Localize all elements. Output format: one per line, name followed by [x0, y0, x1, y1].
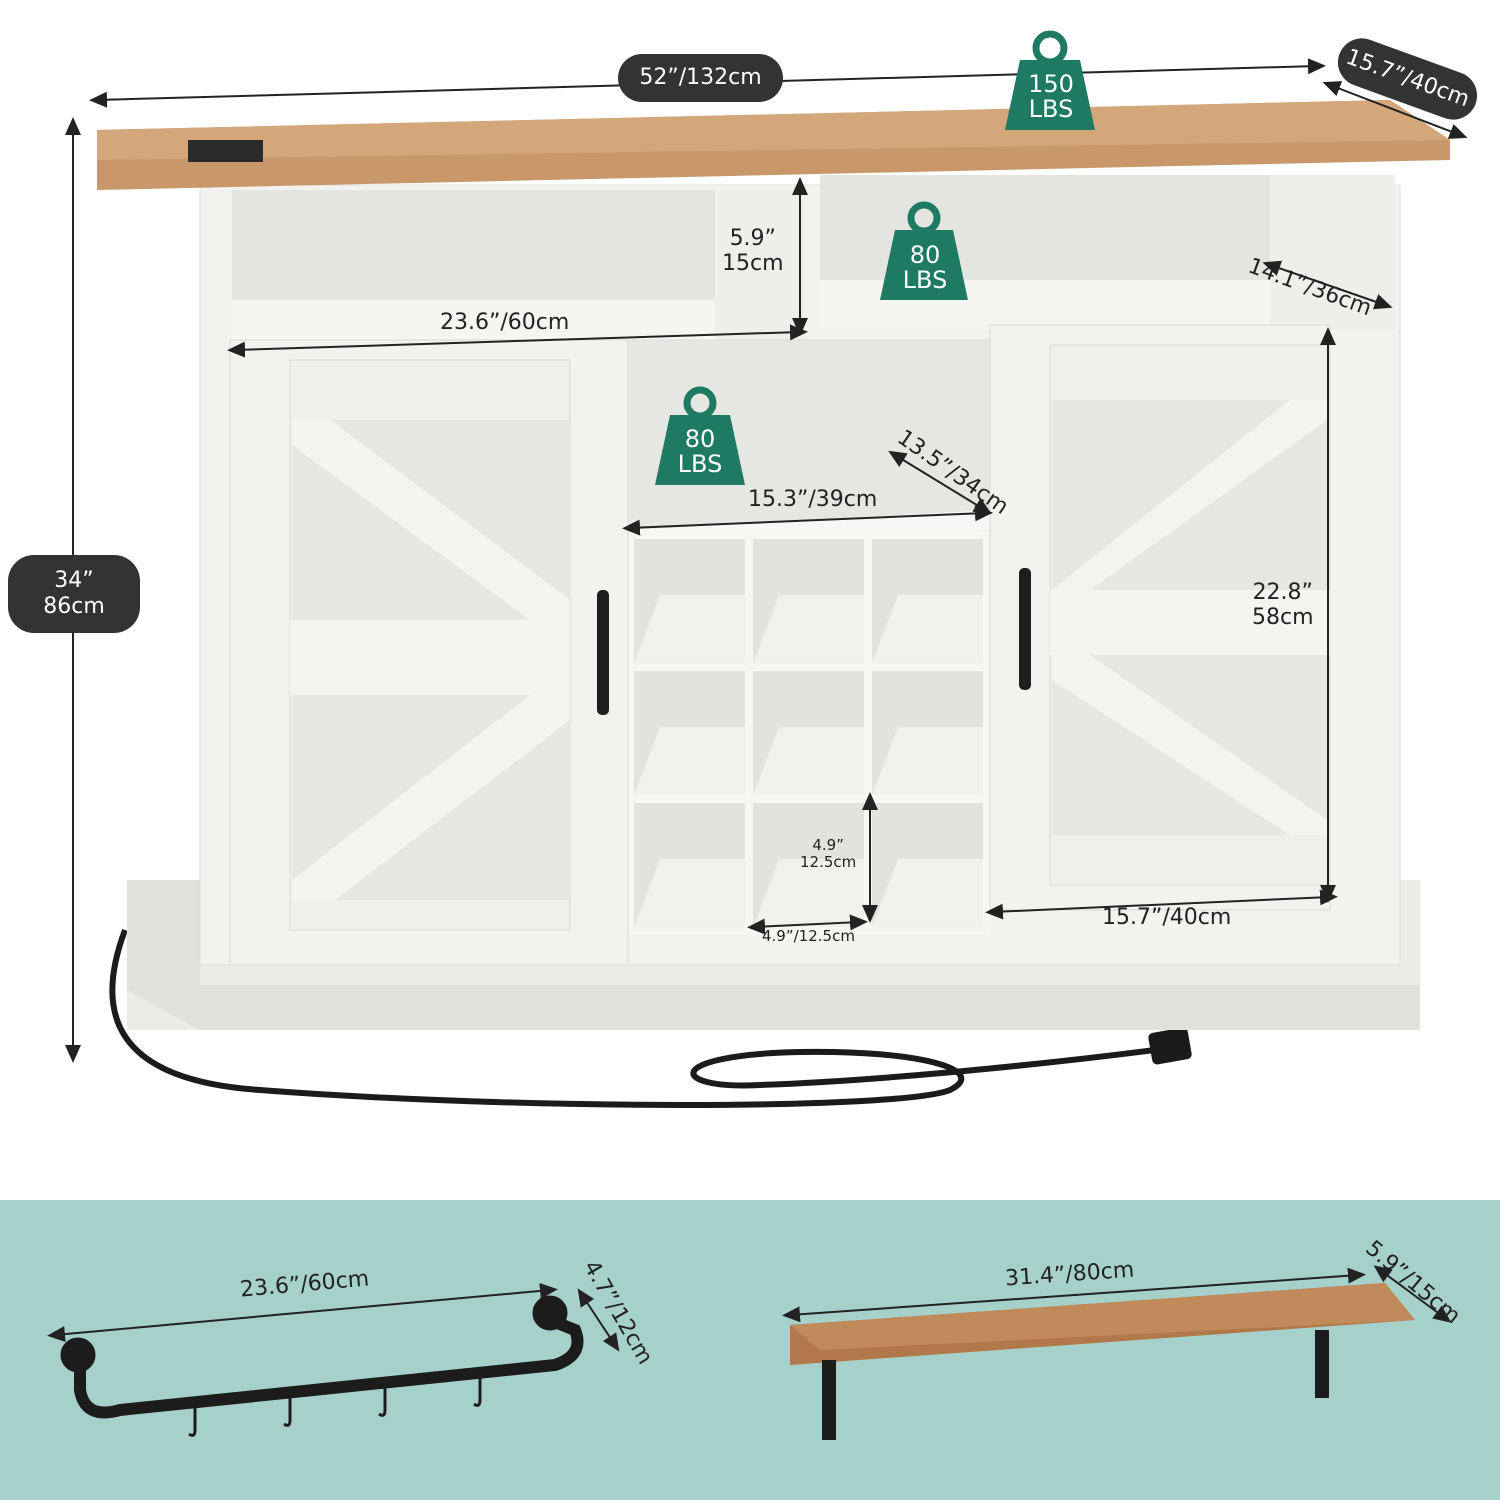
door-width-label: 15.7”/40cm [1102, 905, 1232, 930]
wine-grid [626, 531, 991, 935]
wine-cubby-floor [753, 727, 864, 795]
wine-cubby-floor [753, 595, 864, 663]
wine-cubby-floor [634, 859, 745, 927]
door-height-in: 22.8” [1252, 580, 1313, 605]
upper-height-label: 5.9”15cm [722, 226, 784, 277]
wall-shelf [782, 1265, 1452, 1440]
plug [1148, 1027, 1192, 1065]
wine-cubby-floor [634, 595, 745, 663]
power-cord [109, 928, 1171, 1108]
total-width-label: 52”/132cm [618, 54, 783, 102]
height-cm: 86cm [43, 594, 105, 619]
weight-badges [655, 30, 1095, 485]
cube-width-label: 4.9”/12.5cm [762, 927, 855, 945]
weight-upper-value: 80 [909, 241, 941, 269]
weight-center-unit: LBS [677, 450, 723, 479]
upper-width-label: 23.6”/60cm [440, 310, 570, 335]
cube-height-cm: 12.5cm [800, 853, 857, 872]
upper-height-in: 5.9” [729, 226, 776, 251]
height-in: 34” [54, 567, 94, 593]
weight-top-unit: LBS [1028, 95, 1074, 124]
door-height-label: 22.8”58cm [1252, 580, 1314, 631]
cube-height-in: 4.9” [812, 836, 844, 854]
wine-cubby-floor [634, 727, 745, 795]
center-shelf-width-label: 15.3”/39cm [748, 487, 878, 512]
wine-cubby-floor [753, 859, 864, 927]
weight-top-value: 150 [1028, 70, 1074, 98]
towel-rack [47, 1282, 620, 1437]
weight-center-value: 80 [684, 425, 716, 453]
outlet [188, 140, 263, 162]
cube-height-label: 4.9”12.5cm [800, 836, 857, 872]
weight-upper-unit: LBS [902, 266, 948, 295]
right-handle [1019, 568, 1031, 690]
left-door [229, 339, 629, 966]
wine-cubby-floor [872, 595, 983, 663]
height-label: 34” 86cm [8, 555, 140, 633]
upper-height-cm: 15cm [722, 251, 784, 277]
wine-cubby-floor [872, 727, 983, 795]
wine-cubby-floor [872, 859, 983, 927]
accessories-band [0, 1200, 1500, 1500]
right-door [989, 324, 1331, 911]
left-handle [597, 590, 609, 715]
door-height-cm: 58cm [1252, 605, 1314, 631]
